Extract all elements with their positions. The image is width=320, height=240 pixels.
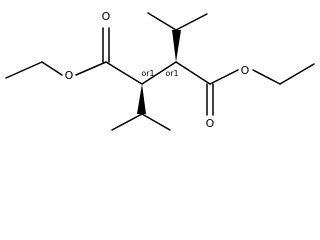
- bond-isopropyl-lower-right: [141, 113, 171, 131]
- bond-ethyl-left-ch2-o: [41, 61, 63, 76]
- bond-carbonyl-left-to-center: [105, 61, 143, 85]
- bond-isopropyl-upper-right: [175, 13, 208, 31]
- bond-ester-left-o-c: [75, 61, 107, 76]
- bond-isopropyl-lower-left: [111, 113, 143, 131]
- bond-center-to-carbonyl-right: [175, 61, 211, 85]
- bond-center-center: [141, 61, 177, 85]
- bond-ester-right-c-o: [209, 69, 239, 85]
- atom-ester-oxygen-right: O: [241, 64, 250, 77]
- atom-carbonyl-oxygen-right: O: [206, 117, 215, 130]
- structure-diagram: O O O O or1 or1: [5, 10, 315, 131]
- bond-ethyl-left-ch3-ch2: [5, 61, 43, 79]
- atom-ester-oxygen-left: O: [65, 69, 74, 82]
- wedge-bond-right: [172, 30, 181, 62]
- bond-isopropyl-upper-left: [147, 12, 177, 31]
- bond-ethyl-right-ch2-ch3: [279, 63, 315, 85]
- atom-carbonyl-oxygen-left: O: [102, 10, 111, 23]
- stereo-label-left: or1: [141, 69, 154, 78]
- bond-ethyl-right-o-ch2: [252, 69, 281, 85]
- stereo-label-right: or1: [165, 69, 178, 78]
- wedge-bond-left: [137, 84, 146, 114]
